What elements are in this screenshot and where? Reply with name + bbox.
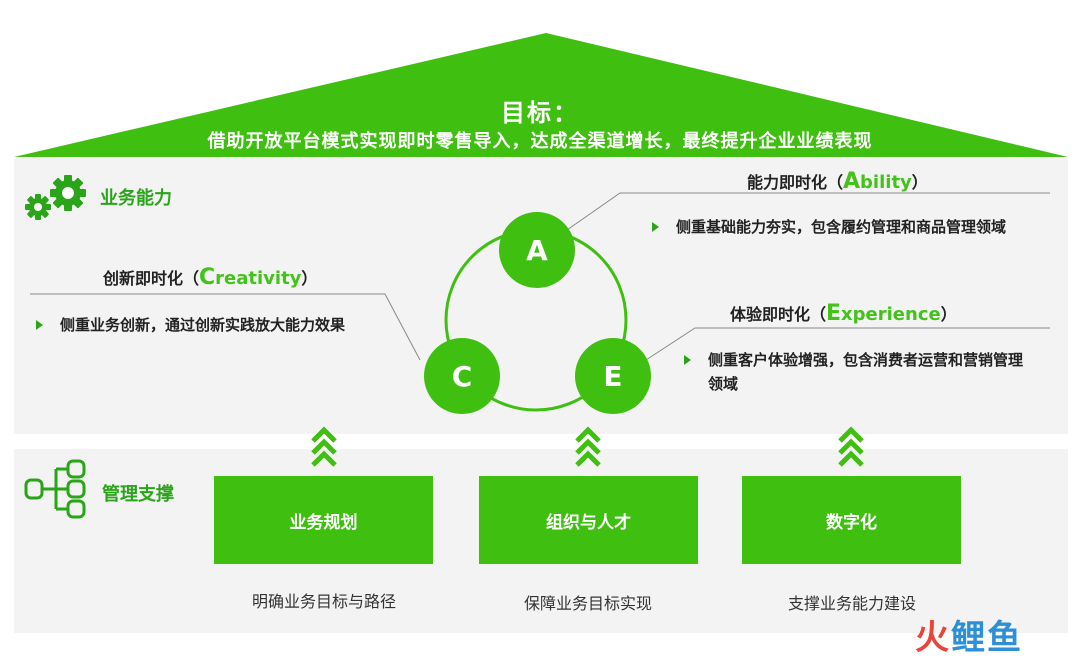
ability-heading: 能力即时化（Ability）: [747, 169, 928, 194]
bullet-arrow-icon: [684, 355, 691, 365]
circle-creativity: C: [424, 338, 500, 414]
circle-experience: E: [575, 338, 651, 414]
caption-business-planning: 明确业务目标与路径: [251, 592, 396, 611]
caption-digitalization: 支撑业务能力建设: [787, 594, 916, 613]
business-capability-label: 业务能力: [100, 188, 172, 209]
up-chevrons-icon: [838, 426, 864, 467]
box-digitalization: 数字化: [742, 476, 961, 564]
goal-roof: [14, 33, 1068, 157]
circle-ability: A: [499, 212, 575, 288]
experience-heading: 体验即时化（Experience）: [730, 301, 957, 326]
box-organization-talent: 组织与人才: [479, 476, 698, 564]
experience-bullet: 侧重客户体验增强，包含消费者运营和营销管理领域: [684, 348, 1029, 396]
ability-bullet: 侧重基础能力夯实，包含履约管理和商品管理领域: [652, 215, 1060, 239]
up-chevrons-icon: [311, 426, 337, 467]
business-capability-band: [14, 158, 1068, 434]
management-support-label: 管理支撑: [102, 484, 174, 505]
watermark-logo: 火鲤鱼: [915, 618, 1023, 658]
creativity-bullet: 侧重业务创新，通过创新实践放大能力效果: [36, 313, 391, 337]
bullet-arrow-icon: [652, 222, 659, 232]
caption-organization-talent: 保障业务目标实现: [523, 594, 652, 613]
goal-text: 借助开放平台模式实现即时零售导入，达成全渠道增长，最终提升企业业绩表现: [207, 131, 873, 152]
org-chart-icon: [24, 459, 86, 519]
creativity-heading: 创新即时化（Creativity）: [103, 265, 318, 290]
bullet-arrow-icon: [36, 320, 43, 330]
gears-icon: [25, 175, 86, 220]
goal-title: 目标：: [501, 99, 579, 127]
up-chevrons-icon: [575, 426, 601, 467]
box-business-planning: 业务规划: [214, 476, 433, 564]
